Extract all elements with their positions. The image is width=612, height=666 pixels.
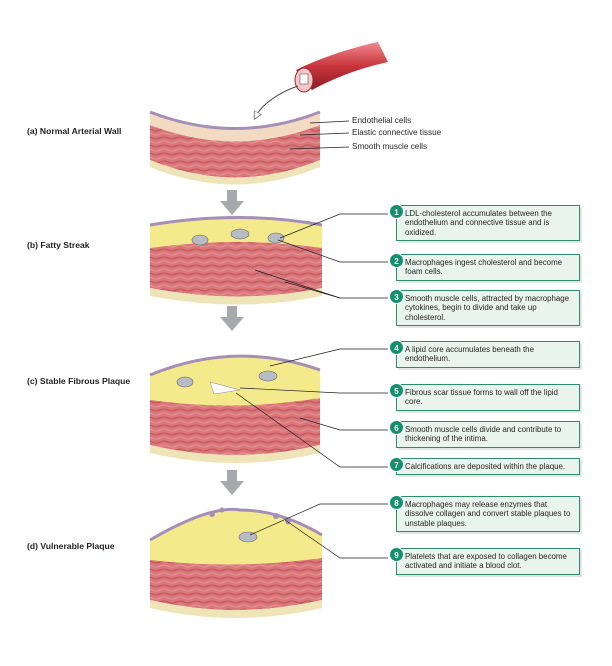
step-number-badge: 5 [389,383,404,398]
blood-vessel [256,42,388,116]
label-elastic-connective-tissue: Elastic connective tissue [352,128,442,137]
step-text: Calcifications are deposited within the … [405,462,566,471]
stage-label-stable-plaque: (c) Stable Fibrous Plaque [27,376,131,386]
step-text: Macrophages ingest cholesterol and becom… [405,258,563,277]
step-text: Platelets that are exposed to collagen b… [405,552,567,571]
step-9-callout: 9 Platelets that are exposed to collagen… [389,547,580,575]
step-number-badge: 7 [389,457,404,472]
step-2-callout: 2 Macrophages ingest cholesterol and bec… [389,253,580,281]
step-number-badge: 8 [389,495,404,510]
stage-label-fatty-streak: (b) Fatty Streak [27,240,90,250]
step-number-badge: 6 [389,420,404,435]
leader-lines [235,120,388,559]
step-text: Fibrous scar tissue forms to wall off th… [405,388,558,407]
step-number-badge: 3 [389,289,404,304]
step-7-callout: 7 Calcifications are deposited within th… [389,457,580,476]
step-8-callout: 8 Macrophages may release enzymes that d… [389,495,580,532]
step-text: Smooth muscle cells divide and contribut… [405,425,562,444]
label-endothelial-cells: Endothelial cells [352,116,412,125]
progression-arrow [220,470,244,495]
step-number-badge: 4 [389,340,404,355]
stable-plaque-tissue [149,354,321,463]
step-1-callout: 1 LDL-cholesterol accumulates between th… [389,204,580,241]
step-text: Macrophages may release enzymes that dis… [405,500,571,528]
progression-arrow [220,306,244,331]
step-4-callout: 4 A lipid core accumulates beneath the e… [389,340,580,368]
fatty-streak-tissue [149,216,323,305]
label-smooth-muscle-cells: Smooth muscle cells [352,142,428,151]
step-text: Smooth muscle cells, attracted by macrop… [405,294,570,322]
step-6-callout: 6 Smooth muscle cells divide and contrib… [389,420,580,448]
step-number-badge: 9 [389,547,404,562]
step-5-callout: 5 Fibrous scar tissue forms to wall off … [389,383,580,411]
step-3-callout: 3 Smooth muscle cells, attracted by macr… [389,289,580,326]
stage-label-normal: (a) Normal Arterial Wall [27,126,122,136]
stage-label-vulnerable-plaque: (d) Vulnerable Plaque [27,541,115,551]
progression-arrow [220,190,244,215]
vulnerable-plaque-tissue [149,507,323,618]
normal-wall-tissue [149,110,321,185]
step-number-badge: 1 [389,204,404,219]
step-text: LDL-cholesterol accumulates between the … [405,209,552,237]
step-text: A lipid core accumulates beneath the end… [405,345,534,364]
step-number-badge: 2 [389,253,404,268]
